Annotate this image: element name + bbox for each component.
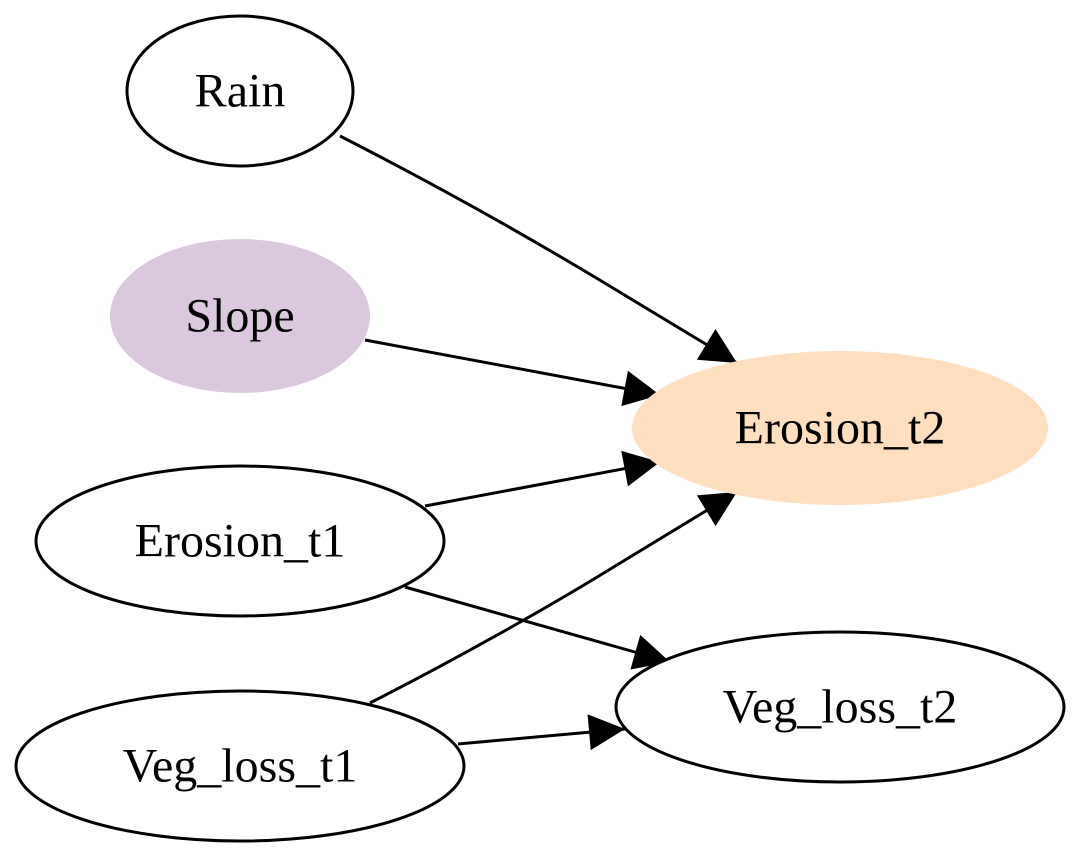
edges — [339, 134, 738, 751]
edge-erosion-t1-to-veg-loss-t2 — [404, 585, 671, 670]
edge-veg-loss-t1-to-veg-loss-t2 — [457, 714, 626, 751]
node-veg-loss-t2: Veg_loss_t2 — [614, 630, 1066, 784]
node-rain-shape — [125, 14, 355, 168]
node-slope-shape — [110, 239, 370, 393]
node-veg-loss-t1: Veg_loss_t1 — [14, 689, 466, 843]
node-veg-loss-t2-shape — [614, 630, 1066, 784]
edge-rain-to-erosion-t2 — [339, 134, 738, 365]
node-veg-loss-t2-label: Veg_loss_t2 — [723, 681, 958, 734]
node-erosion-t1-shape — [34, 464, 446, 618]
edge-erosion-t1-to-erosion-t2 — [424, 450, 661, 508]
node-rain: Rain — [125, 14, 355, 168]
node-veg-loss-t1-shape — [14, 689, 466, 843]
node-erosion-t2: Erosion_t2 — [632, 351, 1048, 505]
node-erosion-t2-shape — [632, 351, 1048, 505]
node-veg-loss-t1-label: Veg_loss_t1 — [123, 740, 358, 793]
node-slope-label: Slope — [185, 290, 294, 343]
node-rain-label: Rain — [195, 65, 286, 118]
node-erosion-t1: Erosion_t1 — [34, 464, 446, 618]
node-slope: Slope — [110, 239, 370, 393]
edge-veg-loss-t1-to-erosion-t2 — [369, 490, 738, 705]
node-erosion-t1-label: Erosion_t1 — [135, 515, 346, 568]
edge-slope-to-erosion-t2 — [364, 338, 661, 407]
node-erosion-t2-label: Erosion_t2 — [735, 402, 946, 455]
